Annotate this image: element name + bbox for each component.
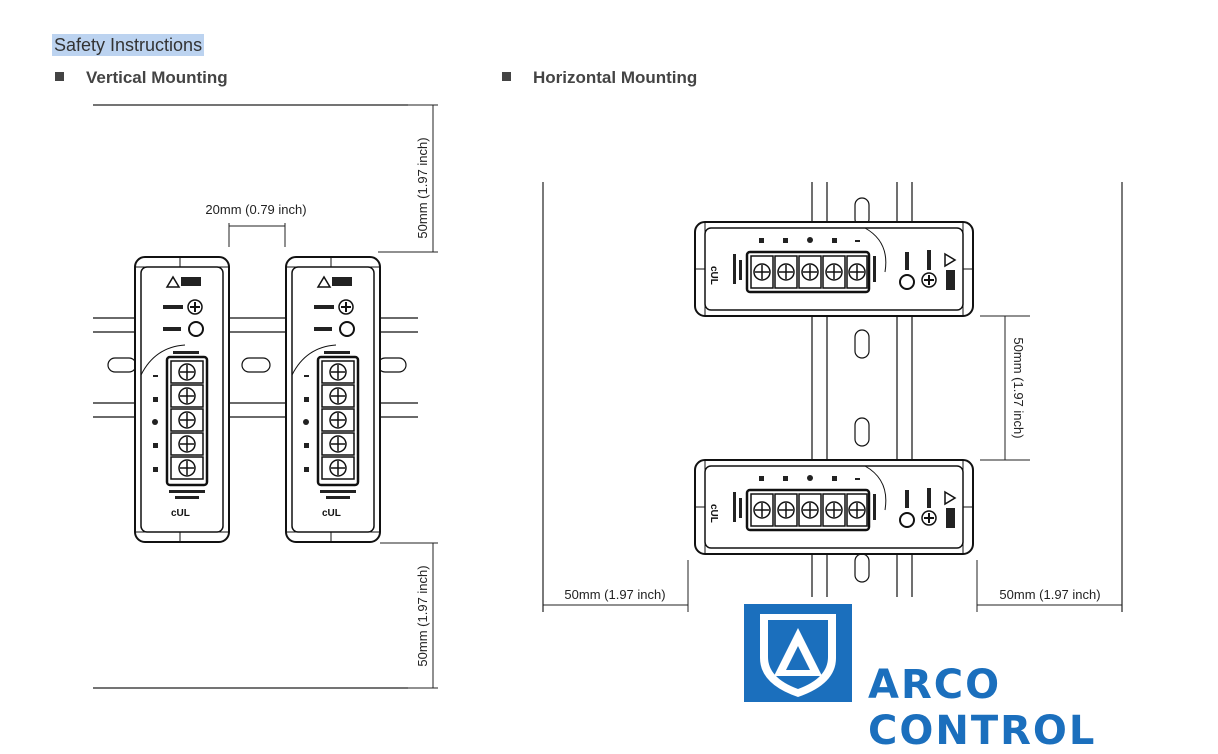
top-clearance-label: 50mm (1.97 inch) <box>415 137 430 238</box>
left-clearance-label: 50mm (1.97 inch) <box>564 587 665 602</box>
bullet-square-icon <box>502 72 511 82</box>
vertical-mounting-label: Vertical Mounting <box>86 68 228 87</box>
bullet-square-icon <box>55 72 64 82</box>
horizontal-mounting-heading: Horizontal Mounting <box>502 68 697 88</box>
horizontal-mounting-label: Horizontal Mounting <box>533 68 698 87</box>
right-clearance-label: 50mm (1.97 inch) <box>999 587 1100 602</box>
power-supply-unit-1 <box>133 255 231 544</box>
arco-control-logo-emblem <box>744 604 852 702</box>
horizontal-mounting-drawing: 50mm (1.97 inch) 50mm (1.97 inch) 50mm (… <box>542 182 1123 612</box>
unit-gap-label: 20mm (0.79 inch) <box>205 202 306 217</box>
page-title: Safety Instructions <box>52 34 205 56</box>
vertical-mounting-heading: Vertical Mounting <box>55 68 228 88</box>
power-supply-unit-3 <box>693 220 975 318</box>
bottom-clearance-label: 50mm (1.97 inch) <box>415 565 430 666</box>
power-supply-unit-4 <box>693 458 975 556</box>
vertical-mounting-drawing: 50mm (1.97 inch) 20mm (0.79 inch) 50mm (… <box>93 104 438 689</box>
mounting-drawing: cUL cUL <box>93 104 1123 702</box>
vertical-gap-label: 50mm (1.97 inch) <box>1011 337 1026 438</box>
power-supply-unit-2 <box>284 255 382 544</box>
arco-control-logo-text: ARCO CONTROL <box>868 662 1097 754</box>
